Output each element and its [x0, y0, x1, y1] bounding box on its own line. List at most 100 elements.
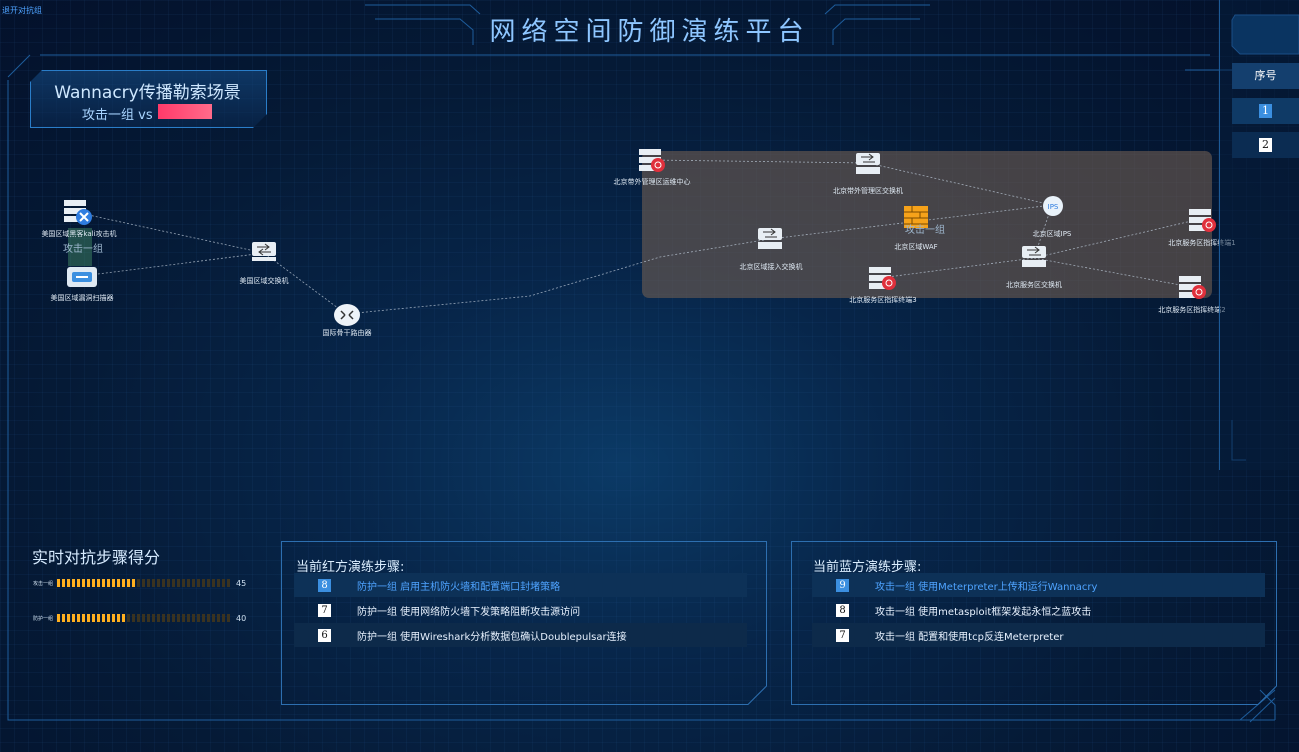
scene-panel [30, 70, 267, 128]
score-segment [62, 614, 65, 622]
red-steps-frame [281, 541, 767, 705]
score-segment [222, 579, 225, 587]
score-row-attack: 攻击一组 45 [33, 578, 246, 588]
step-number: 9 [836, 578, 849, 592]
score-segment [202, 579, 205, 587]
score-segment [137, 614, 140, 622]
node-label-router: 国际骨干路由器 [322, 329, 372, 337]
score-segment [147, 614, 150, 622]
opponent-redacted-tag [158, 104, 212, 119]
switch-icon[interactable] [757, 227, 783, 251]
step-text: 攻击一组 使用Meterpreter上传和运行Wannacry [875, 581, 1098, 593]
score-segment [82, 614, 85, 622]
score-segment [187, 614, 190, 622]
step-number: 6 [318, 628, 331, 642]
group-label: 攻击一组 [63, 244, 103, 255]
ips-icon[interactable]: IPS [1042, 195, 1064, 217]
score-segment [102, 579, 105, 587]
score-segment [87, 614, 90, 622]
score-segment [127, 579, 130, 587]
blue-steps-title: 当前蓝方演练步骤: [813, 560, 922, 575]
red-step-item[interactable]: 7 防护一组 使用网络防火墙下发策略阻断攻击源访问 [294, 598, 747, 622]
score-segment [72, 614, 75, 622]
scene-vs-text: 攻击一组 vs [82, 108, 153, 123]
score-segment [67, 614, 70, 622]
score-segment [177, 579, 180, 587]
router-icon[interactable] [333, 300, 361, 328]
step-text: 防护一组 启用主机防火墙和配置端口封堵策略 [357, 581, 561, 593]
node-label-terminal2: 北京服务区指挥终端2 [1158, 306, 1226, 314]
score-segment [122, 579, 125, 587]
red-step-item[interactable]: 8 防护一组 启用主机防火墙和配置端口封堵策略 [294, 573, 747, 597]
sequence-item[interactable]: 2 [1232, 132, 1299, 158]
step-number: 8 [318, 578, 331, 592]
score-segment [77, 579, 80, 587]
score-segment [192, 579, 195, 587]
terminal-server-icon[interactable] [867, 265, 899, 293]
step-number: 7 [318, 603, 331, 617]
red-step-item[interactable]: 6 防护一组 使用Wireshark分析数据包确认Doublepulsar连接 [294, 623, 747, 647]
blue-steps-frame [791, 541, 1277, 705]
score-segment [107, 579, 110, 587]
switch-icon[interactable] [855, 152, 881, 176]
sequence-item[interactable]: 1 [1232, 98, 1299, 124]
score-segment [87, 579, 90, 587]
score-segment [182, 614, 185, 622]
server-icon[interactable] [62, 197, 96, 229]
score-segment [177, 614, 180, 622]
terminal-server-icon[interactable] [1187, 207, 1219, 235]
score-segment [202, 614, 205, 622]
score-segment [222, 614, 225, 622]
score-segment [92, 614, 95, 622]
red-steps-title: 当前红方演练步骤: [296, 560, 405, 575]
score-segment [97, 579, 100, 587]
score-bar [57, 614, 232, 622]
blue-step-item[interactable]: 7 攻击一组 配置和使用tcp反连Meterpreter [812, 623, 1265, 647]
score-segment [157, 579, 160, 587]
score-segment [97, 614, 100, 622]
score-segment [162, 614, 165, 622]
ops-server-icon[interactable] [637, 147, 667, 175]
score-segment [197, 614, 200, 622]
score-title: 实时对抗步骤得分 [32, 548, 161, 567]
exit-group-link[interactable]: 退开对抗组 [2, 6, 42, 15]
score-segment [157, 614, 160, 622]
score-segment [207, 614, 210, 622]
step-text: 防护一组 使用网络防火墙下发策略阻断攻击源访问 [357, 606, 581, 618]
score-segment [112, 614, 115, 622]
step-text: 攻击一组 使用metasploit框架发起永恒之蓝攻击 [875, 606, 1092, 618]
terminal-server-icon[interactable] [1177, 274, 1209, 302]
switch-icon[interactable] [251, 241, 277, 263]
node-label-us-switch: 美国区域交换机 [239, 277, 289, 285]
node-label-access-switch: 北京区域接入交换机 [739, 263, 803, 271]
step-number: 8 [836, 603, 849, 617]
firewall-icon[interactable] [903, 205, 929, 229]
score-segment [197, 579, 200, 587]
score-segment [117, 579, 120, 587]
blue-step-item[interactable]: 9 攻击一组 使用Meterpreter上传和运行Wannacry [812, 573, 1265, 597]
score-segment [212, 614, 215, 622]
switch-icon[interactable] [1021, 245, 1047, 269]
score-segment [132, 614, 135, 622]
scene-title: Wannacry传播勒索场景 [54, 83, 241, 103]
node-label-terminal1: 北京服务区指挥终端1 [1168, 239, 1236, 247]
scanner-icon[interactable] [66, 266, 98, 288]
score-segment [172, 579, 175, 587]
score-segment [112, 579, 115, 587]
score-segment [182, 579, 185, 587]
score-segment [102, 614, 105, 622]
blue-step-item[interactable]: 8 攻击一组 使用metasploit框架发起永恒之蓝攻击 [812, 598, 1265, 622]
page-title: 网络空间防御演练平台 [489, 17, 810, 47]
score-row-name: 防护一组 [33, 615, 54, 622]
node-label-scanner: 美国区域漏洞扫描器 [50, 294, 114, 302]
score-segment [117, 614, 120, 622]
score-segment [167, 614, 170, 622]
node-label-terminal3: 北京服务区指挥终端3 [849, 296, 917, 304]
score-row-name: 攻击一组 [33, 580, 54, 587]
score-segment [142, 614, 145, 622]
score-segment [57, 579, 60, 587]
step-number: 7 [836, 628, 849, 642]
step-text: 攻击一组 配置和使用tcp反连Meterpreter [875, 631, 1064, 643]
score-segment [67, 579, 70, 587]
